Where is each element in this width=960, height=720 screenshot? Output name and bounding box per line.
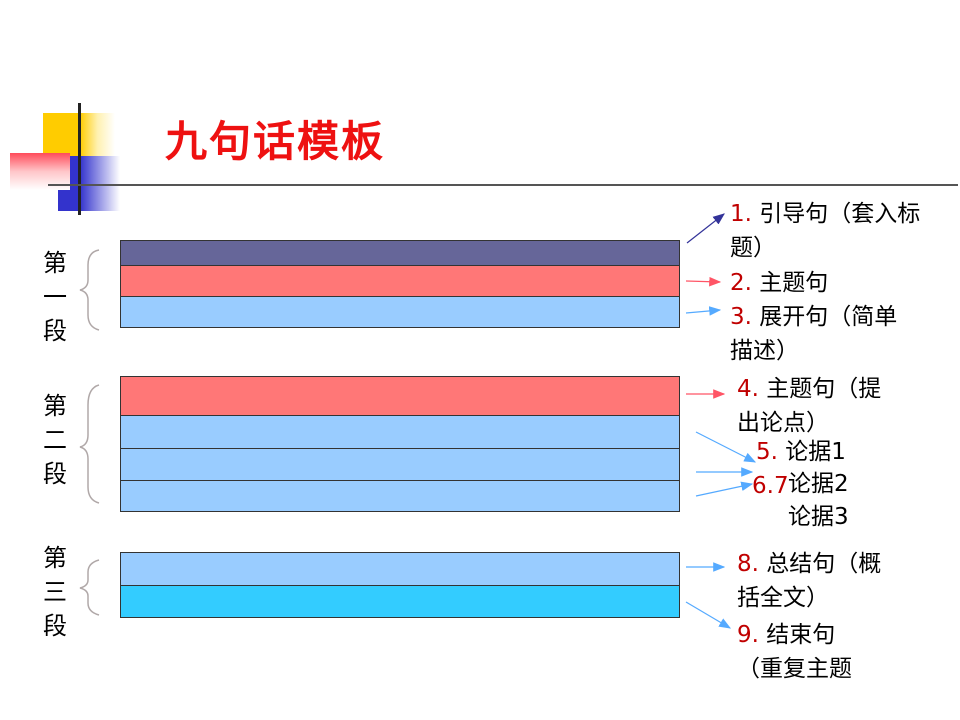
note-8-summary-sentence: 8. 总结句（概 括全文）	[737, 551, 882, 611]
note-9-closing-sentence: 9. 结束句 （重复主题	[737, 622, 852, 682]
arrow-2	[685, 276, 722, 287]
sentence-bar-4	[120, 376, 680, 416]
sentence-bar-5	[120, 415, 680, 449]
arrow-3	[685, 306, 722, 316]
brace-3	[79, 559, 100, 616]
brace-2	[79, 384, 100, 504]
paragraph-1-label: 第一段	[43, 249, 67, 345]
arrow-9	[685, 601, 732, 629]
paragraph-2-label: 第二段	[43, 392, 67, 488]
brace-1	[79, 249, 100, 331]
note-4-argument-topic: 4. 主题句（提 出论点）	[737, 376, 882, 436]
sentence-bar-3	[120, 296, 680, 328]
note-7-evidence-3: 论据3	[788, 504, 849, 530]
note-6-evidence-2: 论据2	[788, 471, 849, 497]
note-6-7-label: 6.7	[752, 473, 789, 499]
note-1-lead-sentence: 1. 引导句（套入标 题）	[730, 201, 921, 261]
sentence-bar-7	[120, 480, 680, 512]
title-decoration	[0, 0, 958, 220]
note-2-topic-sentence: 2. 主题句	[730, 270, 829, 296]
arrow-7	[695, 481, 754, 497]
sentence-bar-9	[120, 585, 680, 618]
paragraph-3-label: 第三段	[43, 544, 67, 640]
page-title: 九句话模板	[165, 117, 386, 166]
note-3-expand-sentence: 3. 展开句（简单 描述）	[730, 304, 898, 364]
arrow-1	[686, 213, 725, 244]
arrow-5	[695, 431, 757, 463]
note-5-evidence-1: 5. 论据1	[756, 439, 846, 465]
sentence-bar-8	[120, 552, 680, 586]
